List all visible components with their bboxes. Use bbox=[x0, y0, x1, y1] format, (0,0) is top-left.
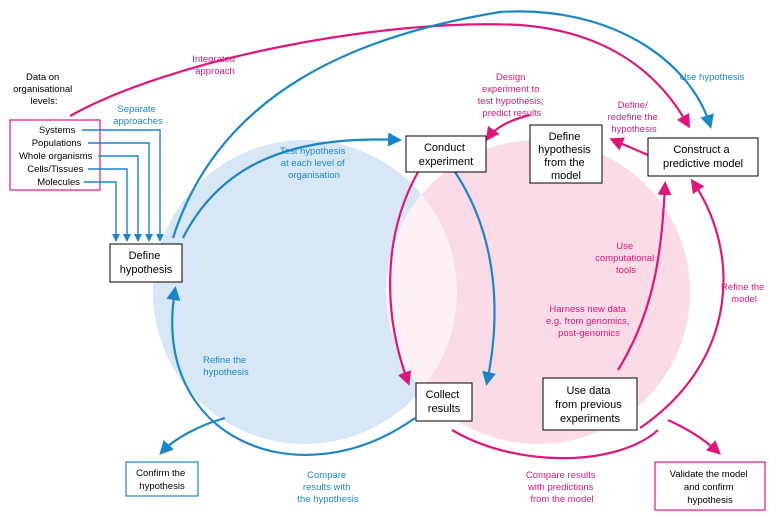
validate-text: Validate the model and confirm hypothesi… bbox=[670, 469, 751, 506]
refine-model-label: Refine the model bbox=[721, 282, 767, 305]
computational-tools-label: Use computational tools bbox=[595, 241, 657, 276]
data-levels-list: Systems Populations Whole organisms Cell… bbox=[19, 125, 95, 188]
define-redefine-label: Define/ redefine the hypothesis bbox=[608, 100, 661, 135]
compare-model-label: Compare results with predictions from th… bbox=[526, 470, 598, 505]
data-levels-box bbox=[9, 119, 101, 191]
collect-results-text: Collect results bbox=[426, 389, 463, 415]
data-levels-heading: Data on organisational levels: bbox=[13, 72, 75, 107]
blue-cycle-area bbox=[153, 140, 457, 444]
use-data-box bbox=[542, 377, 638, 431]
confirm-hypothesis-arrow bbox=[159, 416, 226, 455]
pink-cycle-area bbox=[386, 140, 690, 444]
integrated-approach-label: Integrated approach bbox=[192, 54, 237, 77]
construct-model-box bbox=[647, 137, 759, 177]
refine-model-arrow bbox=[639, 178, 725, 429]
define-hypothesis-text: Define hypothesis bbox=[120, 250, 173, 276]
design-experiment-label: Design experiment to test hypothesis; pr… bbox=[478, 72, 547, 119]
conduct-experiment-box bbox=[405, 135, 487, 173]
conduct-to-collect-blue bbox=[454, 171, 496, 386]
integrated-approach-arrow bbox=[69, 23, 690, 129]
conduct-experiment-text: Conduct experiment bbox=[419, 142, 473, 168]
separate-approach-arrows bbox=[82, 129, 164, 242]
refine-hypothesis-label: Refine the hypothesis bbox=[203, 355, 249, 378]
separate-approaches-label: Separate approaches bbox=[113, 104, 163, 127]
harness-data-label: Harness new data e.g. from genomics, pos… bbox=[546, 304, 632, 339]
redefine-arrow bbox=[609, 137, 649, 157]
compare-hypothesis-label: Compare results with the hypothesis bbox=[297, 470, 359, 505]
confirm-box bbox=[125, 461, 199, 497]
use-data-text: Use data from previous experiments bbox=[555, 385, 625, 425]
test-hypothesis-label: Test hypothesis at each level of organis… bbox=[280, 146, 348, 181]
test-hypothesis-arrow bbox=[182, 132, 402, 239]
refine-hypothesis-arrow bbox=[166, 286, 416, 456]
define-from-model-box bbox=[529, 124, 603, 184]
computational-tools-arrow bbox=[617, 181, 672, 371]
use-hypothesis-label: Use hypothesis bbox=[680, 72, 745, 83]
conduct-to-collect-magenta bbox=[389, 171, 419, 386]
confirm-text: Confirm the hypothesis bbox=[136, 468, 188, 492]
use-hypothesis-arrow bbox=[171, 10, 714, 239]
define-hypothesis-box bbox=[109, 243, 183, 283]
compare-model-arrow bbox=[451, 429, 659, 460]
collect-results-box bbox=[415, 382, 473, 422]
design-experiment-arrow bbox=[485, 113, 531, 142]
validate-arrow bbox=[667, 418, 721, 455]
validate-box bbox=[654, 461, 766, 511]
construct-model-text: Construct a predictive model bbox=[663, 144, 743, 170]
define-from-model-text: Define hypothesis from the model bbox=[538, 131, 594, 182]
